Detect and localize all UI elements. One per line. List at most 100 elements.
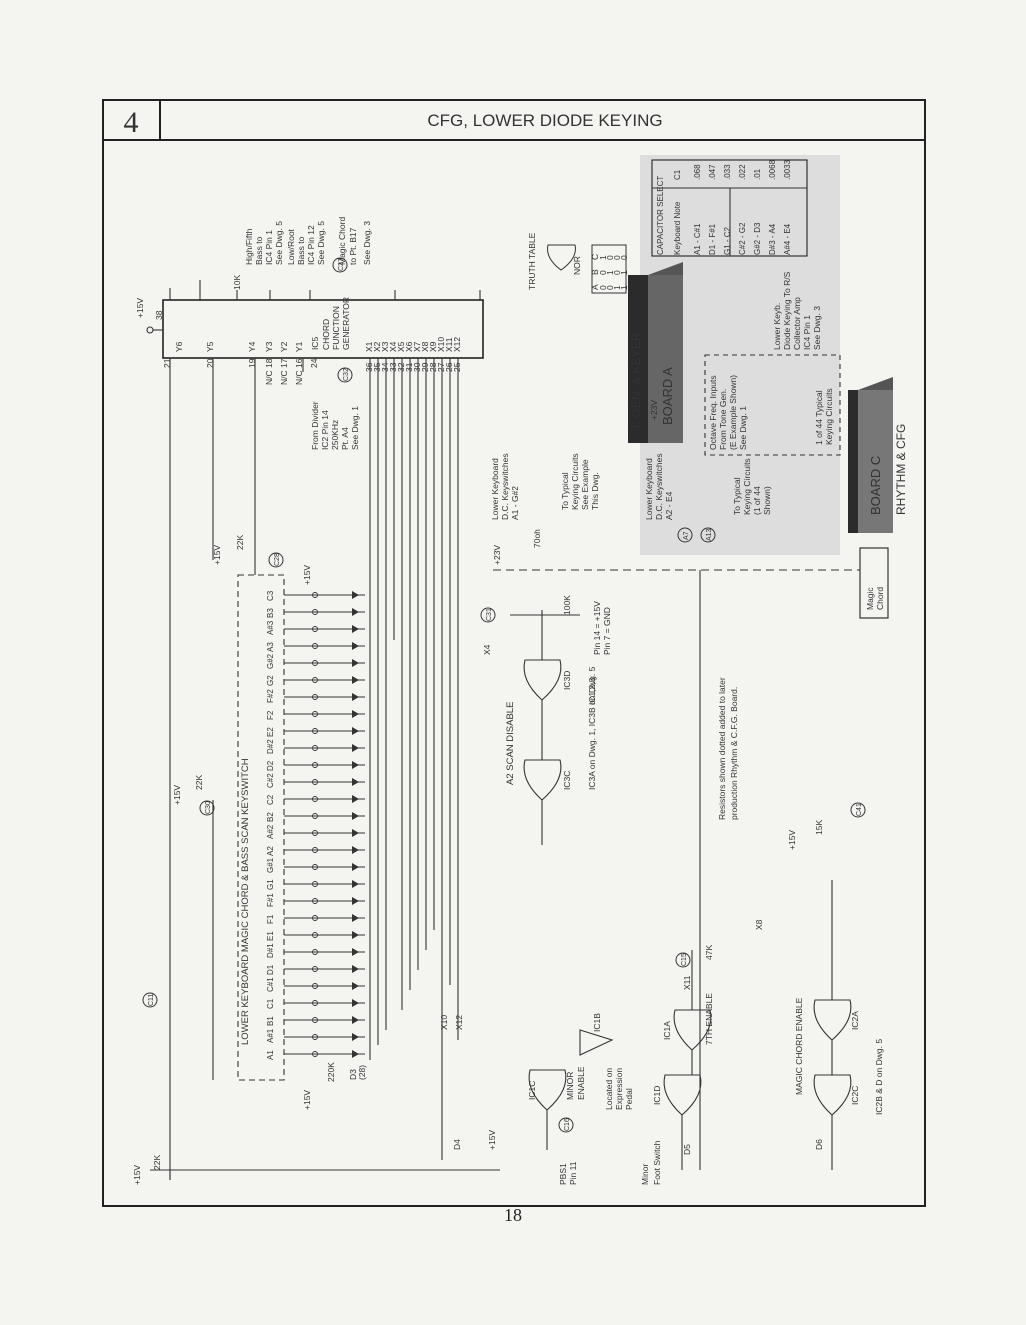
key-label-csharp1: C#1 bbox=[266, 977, 275, 992]
note-minor-enable-2: ENABLE bbox=[576, 1066, 586, 1100]
pin-17: 17 bbox=[279, 358, 289, 368]
label-d5: D5 bbox=[682, 1144, 692, 1155]
tt-r2-b: 0 bbox=[612, 270, 622, 275]
cap-r1-note: D1 - F#1 bbox=[708, 223, 717, 255]
cap-r5-note: D#3 - A4 bbox=[768, 223, 777, 255]
opin-36: 36 bbox=[364, 362, 374, 372]
key-label-b1: B1 bbox=[266, 1016, 275, 1026]
nor-gate-symbol bbox=[547, 244, 576, 271]
key-label-a2: A2 bbox=[266, 846, 275, 856]
label-15v-a: +15V bbox=[212, 545, 222, 565]
page-title: CFG, LOWER DIODE KEYING bbox=[427, 111, 662, 130]
label-22k-2: 22K bbox=[194, 775, 204, 790]
ic1d-gate bbox=[663, 1074, 702, 1116]
key-label-c3: C3 bbox=[266, 590, 275, 601]
opin-30: 30 bbox=[412, 362, 422, 372]
note-magic-chord-2: to Pt. B17 bbox=[348, 227, 358, 265]
cap-r0-val: .068 bbox=[693, 164, 702, 180]
key-label-e2: E2 bbox=[266, 727, 275, 737]
tp-c30: C30 bbox=[205, 801, 212, 814]
label-47k: 47K bbox=[704, 945, 714, 960]
ic5-label-3: GENERATOR bbox=[341, 297, 351, 350]
cap-r4-val: .01 bbox=[753, 168, 762, 180]
board-a-title: BOARD A bbox=[660, 367, 675, 425]
note-lower-keyb-4: IC4 Pin 1 bbox=[802, 315, 812, 350]
note-lower-dc-2: D.C. Keyswitches bbox=[500, 453, 510, 520]
key-label-asharp3: A#3 bbox=[266, 620, 275, 635]
tt-r0-c: 1 bbox=[598, 255, 608, 260]
tp-a13: A13 bbox=[706, 528, 713, 541]
label-d3: D3 bbox=[348, 1069, 358, 1080]
key-label-g2: G2 bbox=[266, 675, 275, 686]
label-y5: Y5 bbox=[205, 341, 215, 352]
ic3c-gate bbox=[523, 759, 562, 801]
note-octave-4: See Dwg. 1 bbox=[738, 406, 748, 450]
key-label-g1: G1 bbox=[266, 879, 275, 890]
tt-r2-a: 1 bbox=[612, 285, 622, 290]
opin-26: 26 bbox=[444, 362, 454, 372]
tt-r0-a: 0 bbox=[598, 285, 608, 290]
board-c-block bbox=[848, 377, 893, 533]
note-high-fifth-3: IC4 Pin 1 bbox=[264, 230, 274, 265]
note-lower-keyb-5: See Dwg. 3 bbox=[812, 306, 822, 350]
note-minor-enable-1: MINOR bbox=[565, 1072, 575, 1100]
cap-r2-val: .033 bbox=[723, 164, 732, 180]
figure-number: 4 bbox=[124, 106, 139, 139]
note-a2-scan-disable: A2 SCAN DISABLE bbox=[505, 702, 516, 785]
note-pin11: Pin 11 bbox=[568, 1161, 578, 1185]
tt-r1-c: 0 bbox=[605, 255, 615, 260]
opin-29: 29 bbox=[420, 362, 430, 372]
note-low-root-4: See Dwg. 5 bbox=[316, 221, 326, 265]
tt-h-b: B bbox=[590, 269, 600, 275]
pin-21: 21 bbox=[162, 358, 172, 368]
note-resistor-1: Resistors shown dotted added to later bbox=[717, 677, 727, 820]
note-pin7: Pin 7 = GND bbox=[602, 607, 612, 655]
tt-r3-b: 1 bbox=[619, 270, 629, 275]
ic5-label-1: CHORD bbox=[321, 319, 331, 350]
note-pbs1: PBS1 bbox=[558, 1163, 568, 1185]
label-15v-f: +15V bbox=[487, 1130, 497, 1150]
note-typical-keying-4: This Dwg. bbox=[590, 472, 600, 510]
note-foot-switch-2: Foot Switch bbox=[652, 1140, 662, 1185]
label-100k: 100K bbox=[562, 595, 572, 615]
ic2a-gate bbox=[813, 999, 852, 1041]
capacitor-select-table: CAPACITOR SELECT Keyboard Note C1 A1 - C… bbox=[656, 159, 792, 255]
keyswitch-group-title: LOWER KEYBOARD MAGIC CHORD & BASS SCAN K… bbox=[240, 758, 251, 1045]
cap-r3-note: C#2 - G2 bbox=[738, 222, 747, 255]
note-typical-keying-2: Keying Circuits bbox=[570, 453, 580, 510]
label-ic1b: IC1B bbox=[592, 1013, 602, 1032]
note-low-root-1: Low/Root bbox=[286, 228, 296, 265]
key-label-asharp1: A#1 bbox=[266, 1028, 275, 1043]
keyswitch-group-box bbox=[237, 574, 285, 1081]
label-x11: X11 bbox=[682, 975, 692, 990]
tp-c16: C16 bbox=[564, 1118, 571, 1131]
supply-15v-ic5: +15V bbox=[135, 298, 145, 318]
note-magic-chord-3: See Dwg. 3 bbox=[362, 221, 372, 265]
nc-3: N/C bbox=[294, 370, 304, 385]
cap-r5-val: .0068 bbox=[768, 159, 777, 180]
truth-table: TRUTH TABLE NOR A B C 0 0 1 0 1 0 1 0 0 … bbox=[527, 232, 629, 294]
key-label-b3: B3 bbox=[266, 608, 275, 618]
note-octave-2: From Tone Gen. bbox=[718, 389, 728, 450]
out-x5: X5 bbox=[396, 341, 406, 352]
cap-r1-val: .047 bbox=[708, 164, 717, 180]
label-23v-a: +23V bbox=[492, 545, 502, 565]
nc-1: N/C bbox=[264, 370, 274, 385]
out-x12: X12 bbox=[452, 337, 462, 352]
board-a-block bbox=[628, 262, 683, 443]
label-15v-c: +15V bbox=[302, 565, 312, 585]
note-octave-3: (E Example Shown) bbox=[728, 375, 738, 450]
label-ic3c: IC3C bbox=[562, 771, 572, 790]
label-15k: 15K bbox=[814, 820, 824, 835]
label-x10: X10 bbox=[439, 1015, 449, 1030]
out-x10: X10 bbox=[436, 337, 446, 352]
key-label-f2: F2 bbox=[266, 710, 275, 720]
label-15v-g: +15V bbox=[787, 830, 797, 850]
label-ic1a: IC1A bbox=[662, 1021, 672, 1040]
note-lower-a2e4-1: Lower Keyboard bbox=[644, 458, 654, 520]
opin-25: 25 bbox=[452, 362, 462, 372]
ic5-block bbox=[162, 299, 484, 359]
note-lower-a2e4-3: A2 - E4 bbox=[664, 491, 674, 520]
note-lower-keyb-3: Collector Amp bbox=[792, 297, 802, 350]
page-number: 18 bbox=[504, 1205, 522, 1225]
